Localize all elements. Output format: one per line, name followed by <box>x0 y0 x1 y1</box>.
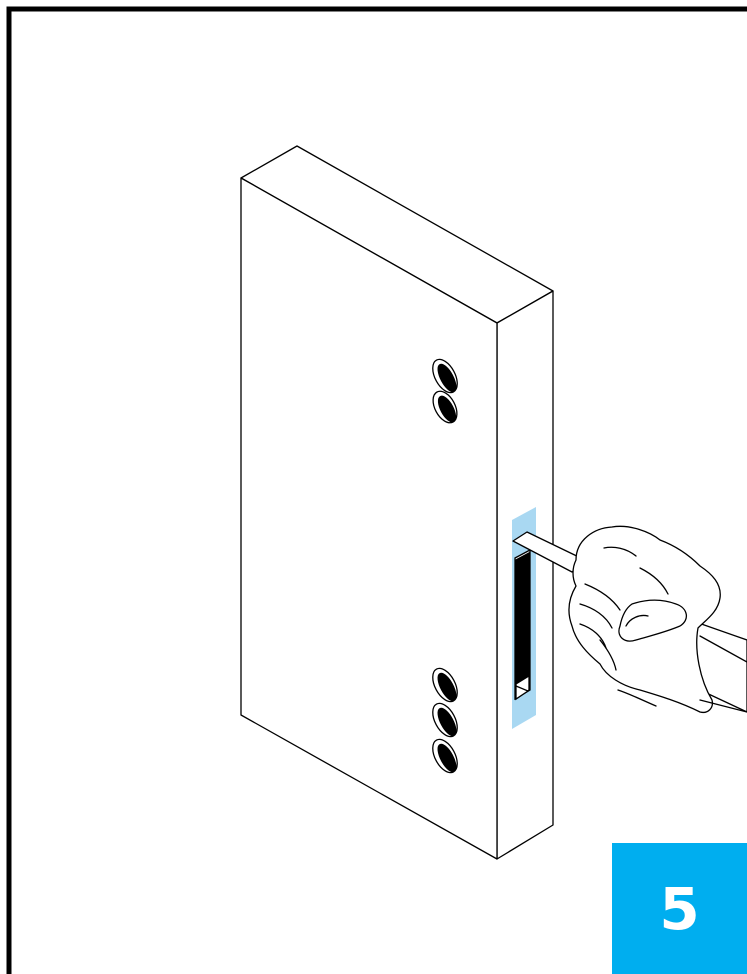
hand-icon <box>568 525 747 714</box>
lower-holes <box>432 667 458 774</box>
hole-icon <box>432 738 458 774</box>
step-number: 5 <box>659 874 700 943</box>
hole-icon <box>432 390 458 424</box>
mortise-slot <box>514 548 531 701</box>
door-panel-icon <box>240 145 554 860</box>
frame-border <box>6 6 747 974</box>
upper-holes <box>432 358 458 424</box>
hole-icon <box>432 358 458 394</box>
hole-icon <box>432 702 458 738</box>
step-badge-background <box>612 843 747 974</box>
hole-icon <box>432 667 458 703</box>
